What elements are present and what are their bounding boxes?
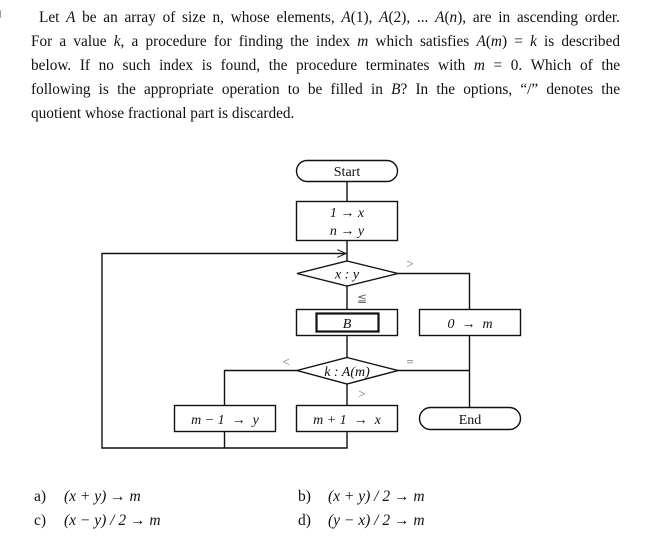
init-process-box (295, 200, 399, 242)
italic-term: m (473, 57, 485, 74)
start-label: Start (334, 165, 361, 180)
compare1-le-label: ≦ (357, 291, 367, 305)
zero-process-box (418, 308, 522, 337)
option-d-label: d) (298, 512, 311, 529)
connector-compare2-dec (223, 369, 297, 405)
option-a[interactable]: a) (x + y) → m (34, 488, 141, 506)
option-c-expr: (x − y) / 2 → m (64, 512, 161, 529)
option-a-expr: (x + y) → m (64, 488, 141, 505)
init-line1: 1 → x (330, 206, 365, 221)
compare2-lt-label: < (282, 354, 289, 369)
question-line-4: following is the appropriate operation t… (31, 81, 620, 98)
loop-back-arrow (101, 254, 346, 448)
option-c[interactable]: c) (x − y) / 2 → m (34, 512, 161, 530)
inc-process-box (295, 404, 399, 433)
compare1-label: x : y (334, 268, 360, 283)
italic-term: A (476, 33, 486, 50)
italic-term: A (379, 9, 389, 26)
compare2-label: k : A(m) (324, 365, 370, 380)
question-line-5: quotient whose fractional part is discar… (31, 105, 295, 122)
italic-term: n (449, 9, 458, 26)
page-edge-mark (0, 10, 3, 18)
dec-label: m − 1 → y (191, 413, 260, 428)
question-line-1: Let A be an array of size n, whose eleme… (39, 9, 620, 26)
option-d[interactable]: d) (y − x) / 2 → m (298, 512, 425, 530)
inc-label: m + 1 → x (313, 413, 382, 428)
question-line-2: For a value k, a procedure for finding t… (31, 33, 621, 50)
option-b-label: b) (298, 488, 311, 505)
italic-term: A (341, 9, 351, 26)
italic-term: m (490, 33, 502, 50)
blank-label: B (343, 317, 352, 332)
option-b[interactable]: b) (x + y) / 2 → m (298, 488, 425, 506)
italic-term: k (113, 33, 121, 50)
dec-process-box (173, 404, 277, 433)
italic-term: A (435, 9, 445, 26)
compare2-eq-label: = (406, 354, 413, 369)
end-label: End (459, 413, 482, 428)
italic-term: k (530, 33, 537, 50)
blank-inner-box (315, 312, 380, 333)
question-line-3: below. If no such index is found, the pr… (31, 57, 621, 74)
option-c-label: c) (34, 512, 47, 529)
italic-term: m (357, 33, 369, 50)
question-text: Let A be an array of size n, whose eleme… (31, 6, 620, 126)
compare2-gt-label: > (358, 386, 365, 401)
connector-compare1-zero (398, 272, 471, 309)
option-b-expr: (x + y) / 2 → m (328, 488, 425, 505)
compare1-gt-label: > (406, 256, 413, 271)
italic-term: B (391, 81, 401, 98)
italic-term: A (66, 9, 76, 26)
init-line2: n → y (330, 224, 365, 239)
end-terminator (418, 406, 522, 431)
option-d-expr: (y − x) / 2 → m (328, 512, 425, 529)
option-a-label: a) (34, 488, 47, 505)
zero-label: 0 → m (447, 317, 492, 332)
